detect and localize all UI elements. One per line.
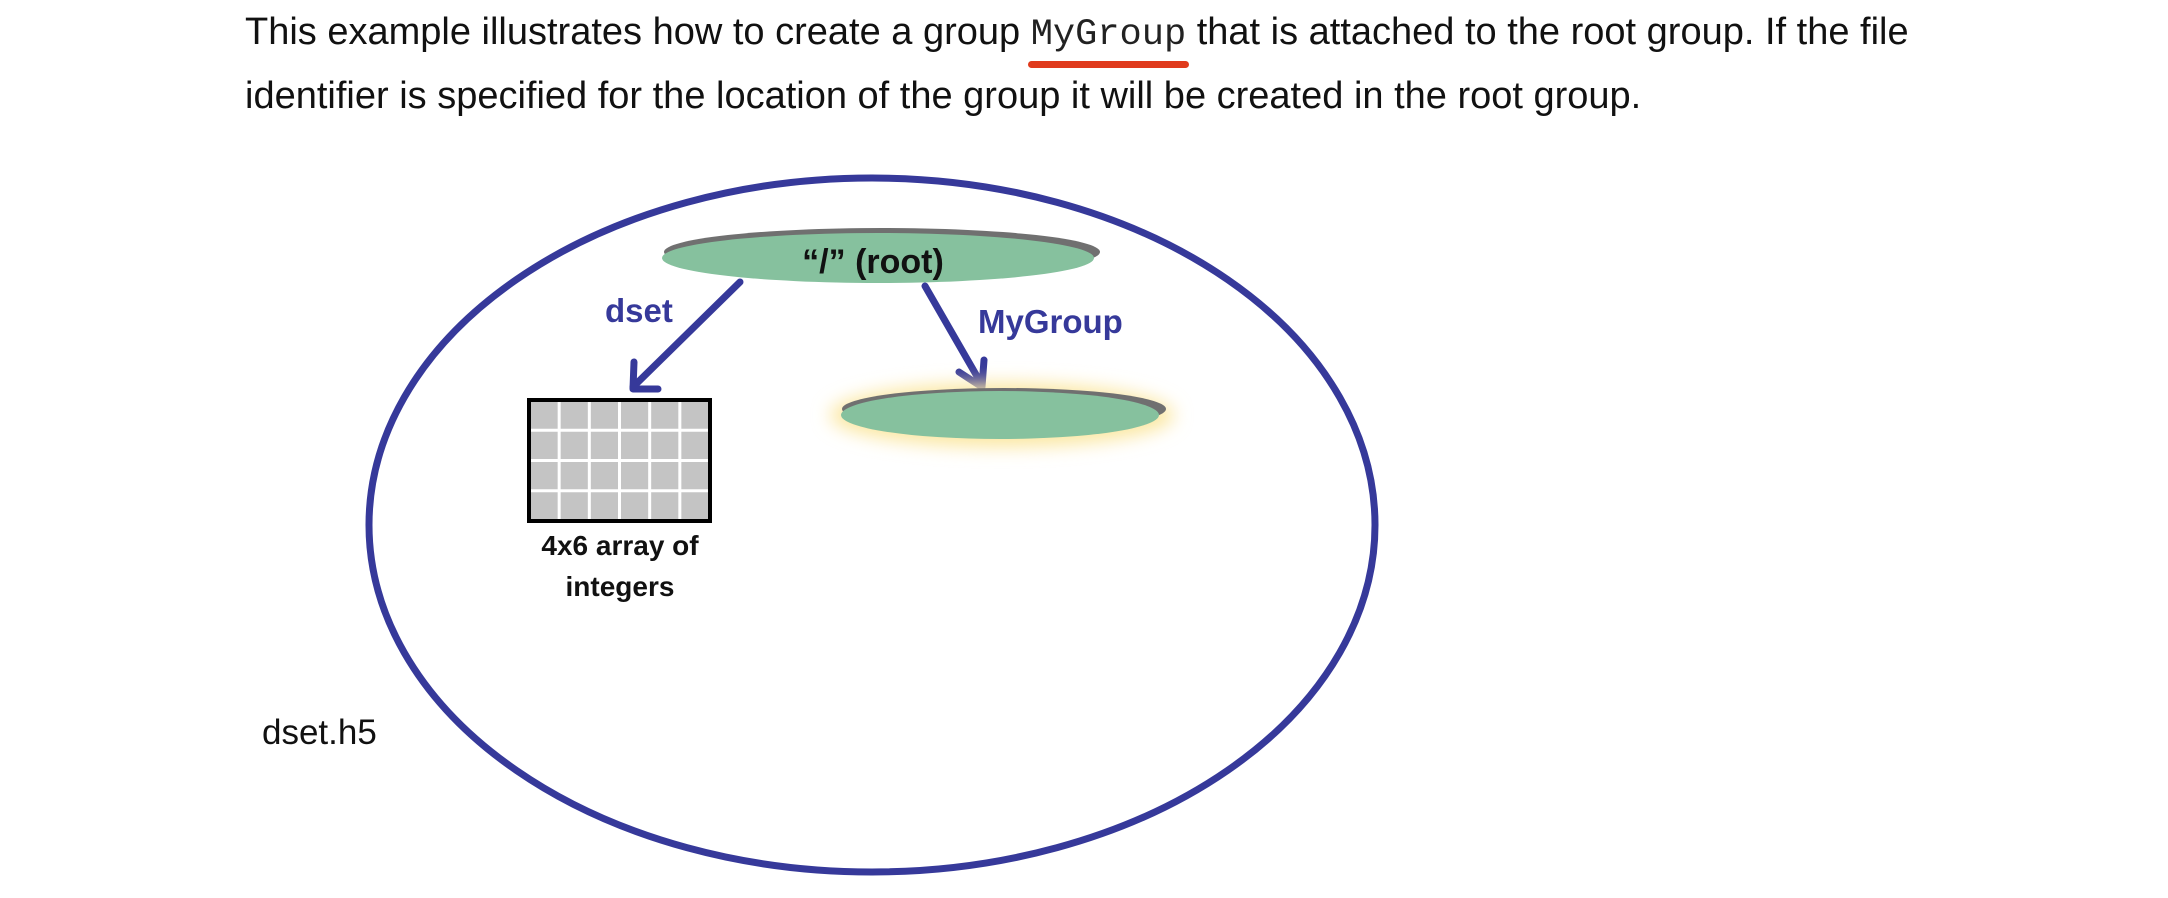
array-grid-lines (531, 402, 708, 519)
dset-edge-label: dset (605, 292, 673, 329)
root-group: “/” (root) (662, 228, 1100, 283)
dset-edge: dset (605, 278, 744, 393)
mygroup-edge: MyGroup (921, 282, 1123, 391)
paragraph-text-before: This example illustrates how to create a… (245, 11, 1031, 53)
spellcheck-underline (1027, 61, 1190, 68)
paragraph-text-after: that is attached to the root group. If t… (245, 11, 1909, 117)
root-group-disc (662, 233, 1094, 283)
mygroup-edge-label: MyGroup (978, 303, 1123, 340)
code-mygroup: MyGroup (1027, 14, 1190, 68)
mygroup-group (830, 383, 1174, 447)
dset-arrowhead (629, 358, 662, 393)
dataset-caption-line2: integers (566, 571, 675, 602)
file-outline (365, 174, 1379, 876)
root-group-label: “/” (root) (802, 243, 944, 281)
description-paragraph: This example illustrates how to create a… (245, 2, 2045, 127)
dataset-caption-line1: 4x6 array of (541, 530, 699, 561)
file-label: dset.h5 (262, 713, 377, 752)
mygroup-disc (841, 391, 1159, 439)
dataset-array: 4x6 array of integers (527, 398, 712, 602)
code-text: MyGroup (1030, 14, 1187, 56)
